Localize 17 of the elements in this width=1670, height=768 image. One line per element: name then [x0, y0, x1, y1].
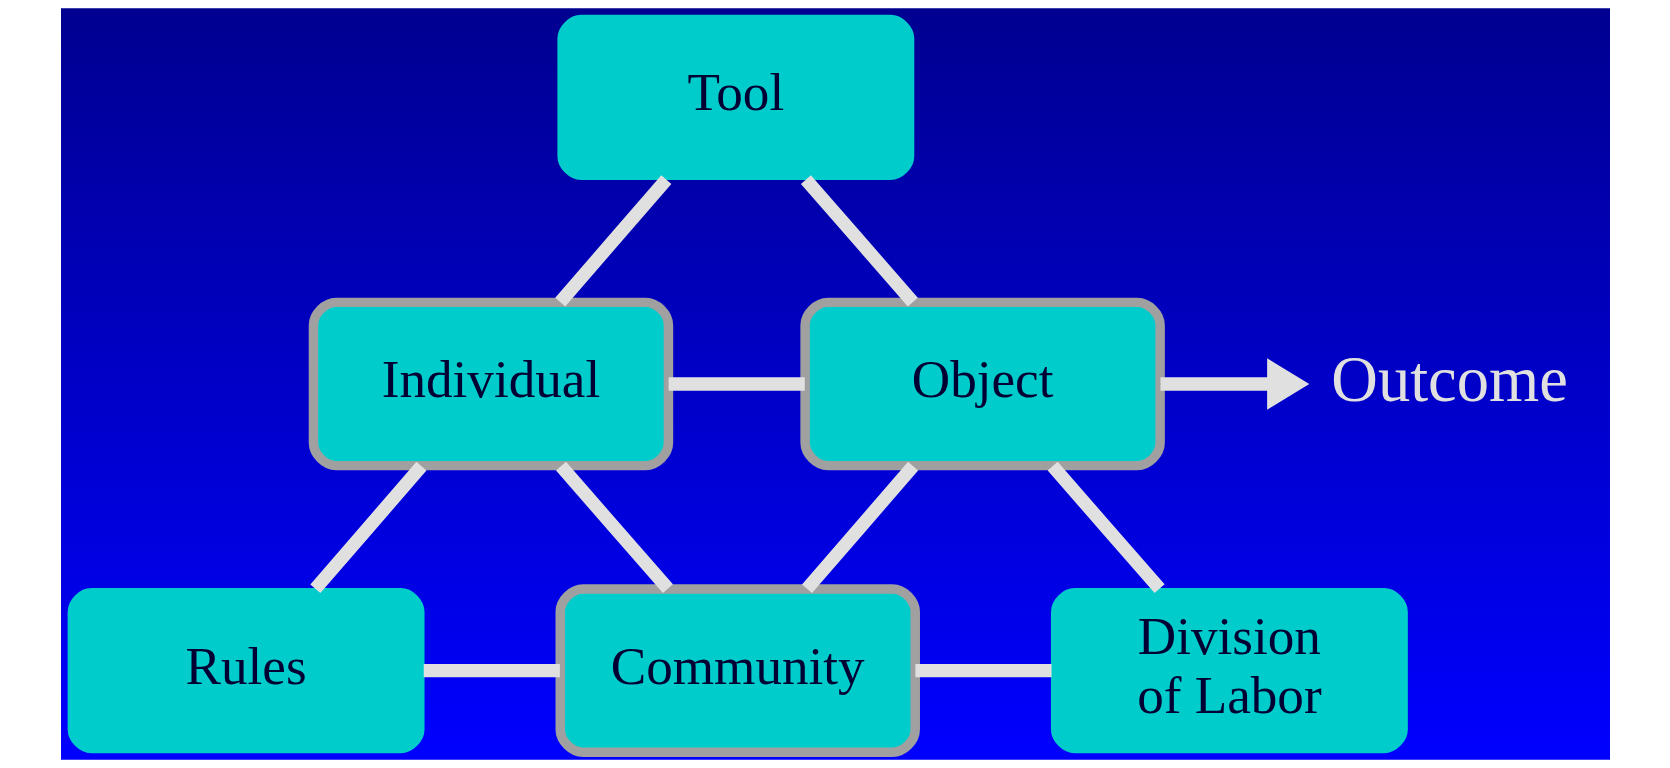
connector [914, 664, 1052, 678]
node-box: Object [799, 297, 1165, 471]
node-text: Outcome [1330, 342, 1568, 415]
arrow [1159, 358, 1309, 410]
node-box: Individual [308, 297, 673, 471]
connector [1047, 461, 1165, 594]
connector [668, 377, 805, 391]
node-box: Community [555, 584, 920, 757]
connector [309, 461, 426, 594]
connector [554, 175, 671, 307]
connector [801, 461, 918, 594]
connector [423, 664, 560, 678]
connector [555, 461, 673, 594]
node-box: Rules [67, 588, 424, 754]
connector [800, 175, 918, 307]
node-box: Division of Labor [1050, 588, 1408, 754]
node-box: Tool [556, 14, 914, 180]
